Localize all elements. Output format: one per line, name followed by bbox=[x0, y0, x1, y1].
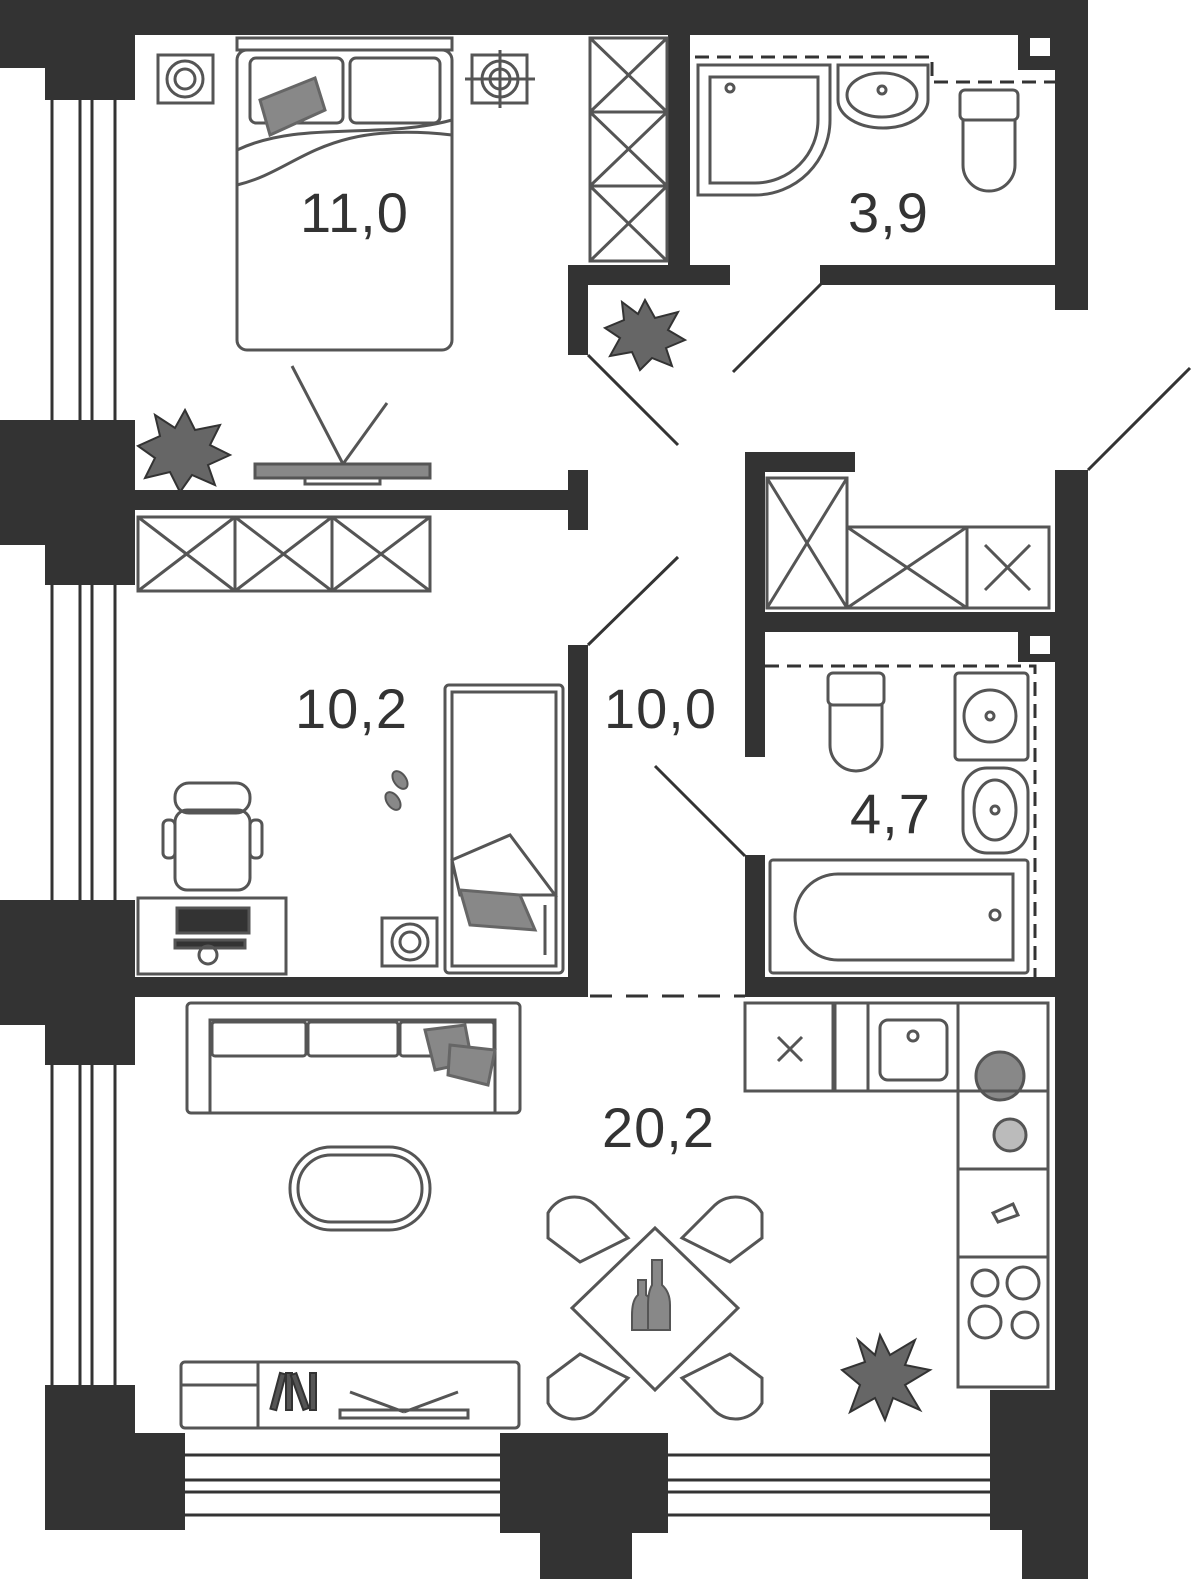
partition-dashed bbox=[695, 55, 1055, 84]
room-area-bathroom-bottom: 4,7 bbox=[850, 782, 931, 845]
plant-icon bbox=[135, 297, 933, 1423]
room-area-living: 20,2 bbox=[602, 1096, 715, 1159]
books-icon bbox=[269, 1371, 317, 1412]
lamp-icon bbox=[156, 50, 535, 968]
sink-icon bbox=[953, 671, 1030, 762]
wardrobe-icon bbox=[588, 36, 669, 263]
kitchen-counter-icon bbox=[743, 1001, 1050, 1259]
stove-icon bbox=[956, 1255, 1050, 1389]
tv-icon bbox=[253, 365, 432, 486]
wardrobe-icon bbox=[136, 515, 432, 593]
sink-icon bbox=[836, 63, 930, 130]
shower-icon bbox=[696, 63, 832, 197]
toilet-icon bbox=[826, 88, 1020, 773]
partition-dashed bbox=[765, 664, 1037, 977]
tv-stand-icon bbox=[179, 1360, 521, 1430]
doors bbox=[586, 281, 1192, 998]
vent-holes bbox=[1030, 38, 1050, 654]
vase-icon bbox=[631, 1259, 671, 1331]
bed-icon bbox=[443, 683, 565, 975]
wardrobe-icon bbox=[765, 476, 1051, 610]
washing-machine-icon bbox=[961, 766, 1030, 855]
room-area-hall: 10,0 bbox=[604, 677, 717, 740]
walls bbox=[0, 0, 1088, 1579]
room-area-bedroom: 11,0 bbox=[300, 181, 409, 244]
bed-icon bbox=[235, 36, 454, 352]
sofa-icon bbox=[185, 1001, 522, 1115]
slippers-icon bbox=[384, 770, 409, 811]
windows bbox=[50, 100, 990, 1517]
bathtub-icon bbox=[768, 858, 1030, 975]
desk-icon bbox=[136, 896, 288, 976]
table-icon bbox=[546, 1195, 764, 1421]
coffee-table-icon bbox=[288, 1145, 432, 1232]
room-area-bathroom-top: 3,9 bbox=[848, 181, 929, 244]
room-area-study: 10,2 bbox=[295, 677, 408, 740]
chair-icon bbox=[161, 781, 264, 892]
